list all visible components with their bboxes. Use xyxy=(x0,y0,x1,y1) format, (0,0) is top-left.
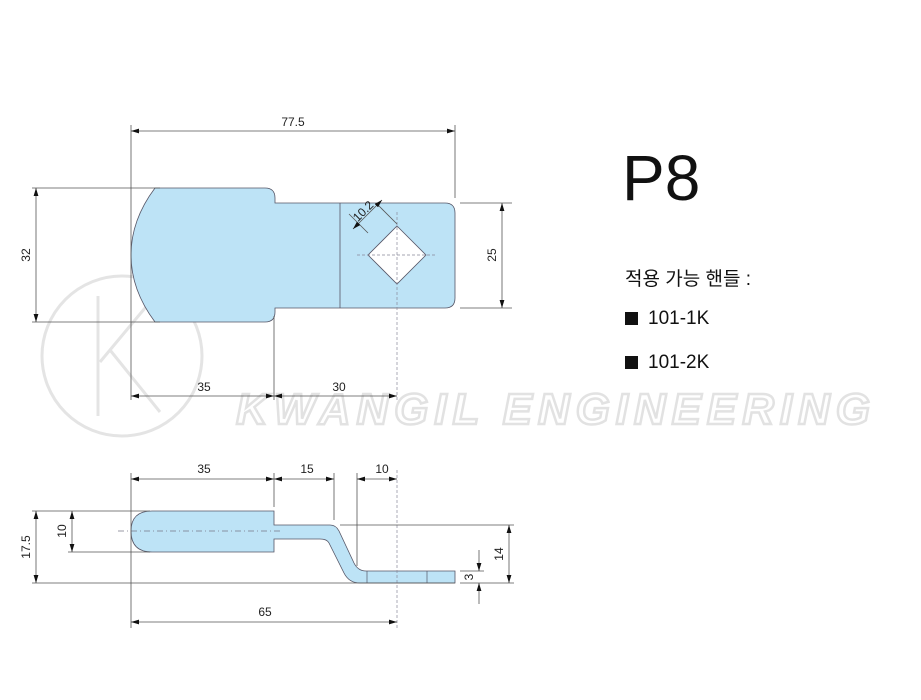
bullet-square-icon xyxy=(625,356,638,369)
dim-shank-height: 25 xyxy=(485,248,499,262)
dim-bend-offset: 10 xyxy=(375,462,389,476)
dim-shank-length: 15 xyxy=(300,462,314,476)
dim-plate-thickness: 3 xyxy=(462,573,476,580)
watermark-english: KWANGIL ENGINEERING xyxy=(236,385,872,434)
dim-overall-length: 77.5 xyxy=(281,115,305,129)
watermark-logo-circle xyxy=(40,274,204,438)
dim-drop: 14 xyxy=(492,547,506,561)
handle-item: 101-2K xyxy=(625,352,751,396)
side-view-part xyxy=(130,510,456,584)
applicable-label: 적용 가능 핸들 : xyxy=(625,269,751,290)
model-title: P8 xyxy=(622,142,701,214)
applicable-handles: 적용 가능 핸들 : 101-1K 101-2K xyxy=(625,264,751,396)
watermark: KWANGIL ENGINEERING xyxy=(40,274,872,438)
dim-hole-position: 65 xyxy=(258,605,272,619)
side-view: 35 15 10 17.5 10 14 3 65 xyxy=(19,462,514,628)
dim-head-height: 32 xyxy=(19,248,33,262)
watermark-logo-k xyxy=(96,296,162,416)
top-view: 77.5 32 25 10.2 35 30 xyxy=(19,115,512,400)
handle-label: 101-2K xyxy=(648,352,710,373)
handle-item: 101-1K xyxy=(625,308,751,352)
dim-side-head-length: 35 xyxy=(197,462,211,476)
dim-head-length: 35 xyxy=(197,380,211,394)
dim-head-thickness: 10 xyxy=(55,524,69,538)
handle-label: 101-1K xyxy=(648,308,710,329)
dim-total-height: 17.5 xyxy=(19,535,33,559)
dim-hole-offset: 30 xyxy=(332,380,346,394)
bullet-square-icon xyxy=(625,312,638,325)
